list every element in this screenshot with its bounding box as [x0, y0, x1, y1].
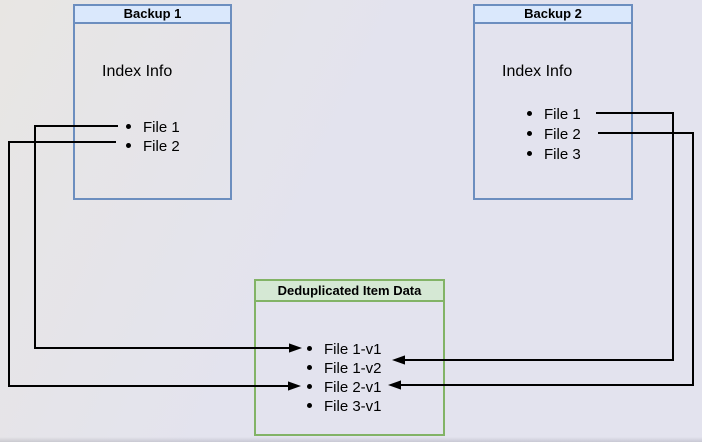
backup1-index-info-label: Index Info: [102, 63, 173, 80]
backup2-box: Backup 2 Index Info File 1 File 2 File 3: [473, 4, 633, 200]
list-item-file1v1: File 1-v1: [307, 340, 382, 359]
backup1-file-list: File 1 File 2: [126, 118, 180, 156]
backup2-header: Backup 2: [475, 6, 631, 24]
backup2-title: Backup 2: [524, 6, 582, 21]
list-item-file3: File 3: [527, 145, 581, 165]
list-item-file2: File 2: [126, 137, 180, 156]
list-item-file3v1: File 3-v1: [307, 397, 382, 416]
list-item-file1: File 1: [126, 118, 180, 137]
backup1-box: Backup 1 Index Info File 1 File 2: [73, 4, 232, 200]
backup1-title: Backup 1: [123, 6, 182, 21]
backup1-header: Backup 1: [75, 6, 230, 24]
list-item-file2: File 2: [527, 125, 581, 145]
dedup-title: Deduplicated Item Data: [277, 283, 422, 298]
dedup-file-list: File 1-v1 File 1-v2 File 2-v1 File 3-v1: [307, 340, 382, 416]
backup2-file-list: File 1 File 2 File 3: [527, 105, 581, 165]
dedup-header: Deduplicated Item Data: [256, 281, 443, 302]
list-item-file1v2: File 1-v2: [307, 359, 382, 378]
list-item-file2v1: File 2-v1: [307, 378, 382, 397]
list-item-file1: File 1: [527, 105, 581, 125]
deduplicated-item-data-box: Deduplicated Item Data File 1-v1 File 1-…: [254, 279, 445, 436]
backup2-index-info-label: Index Info: [502, 63, 573, 80]
